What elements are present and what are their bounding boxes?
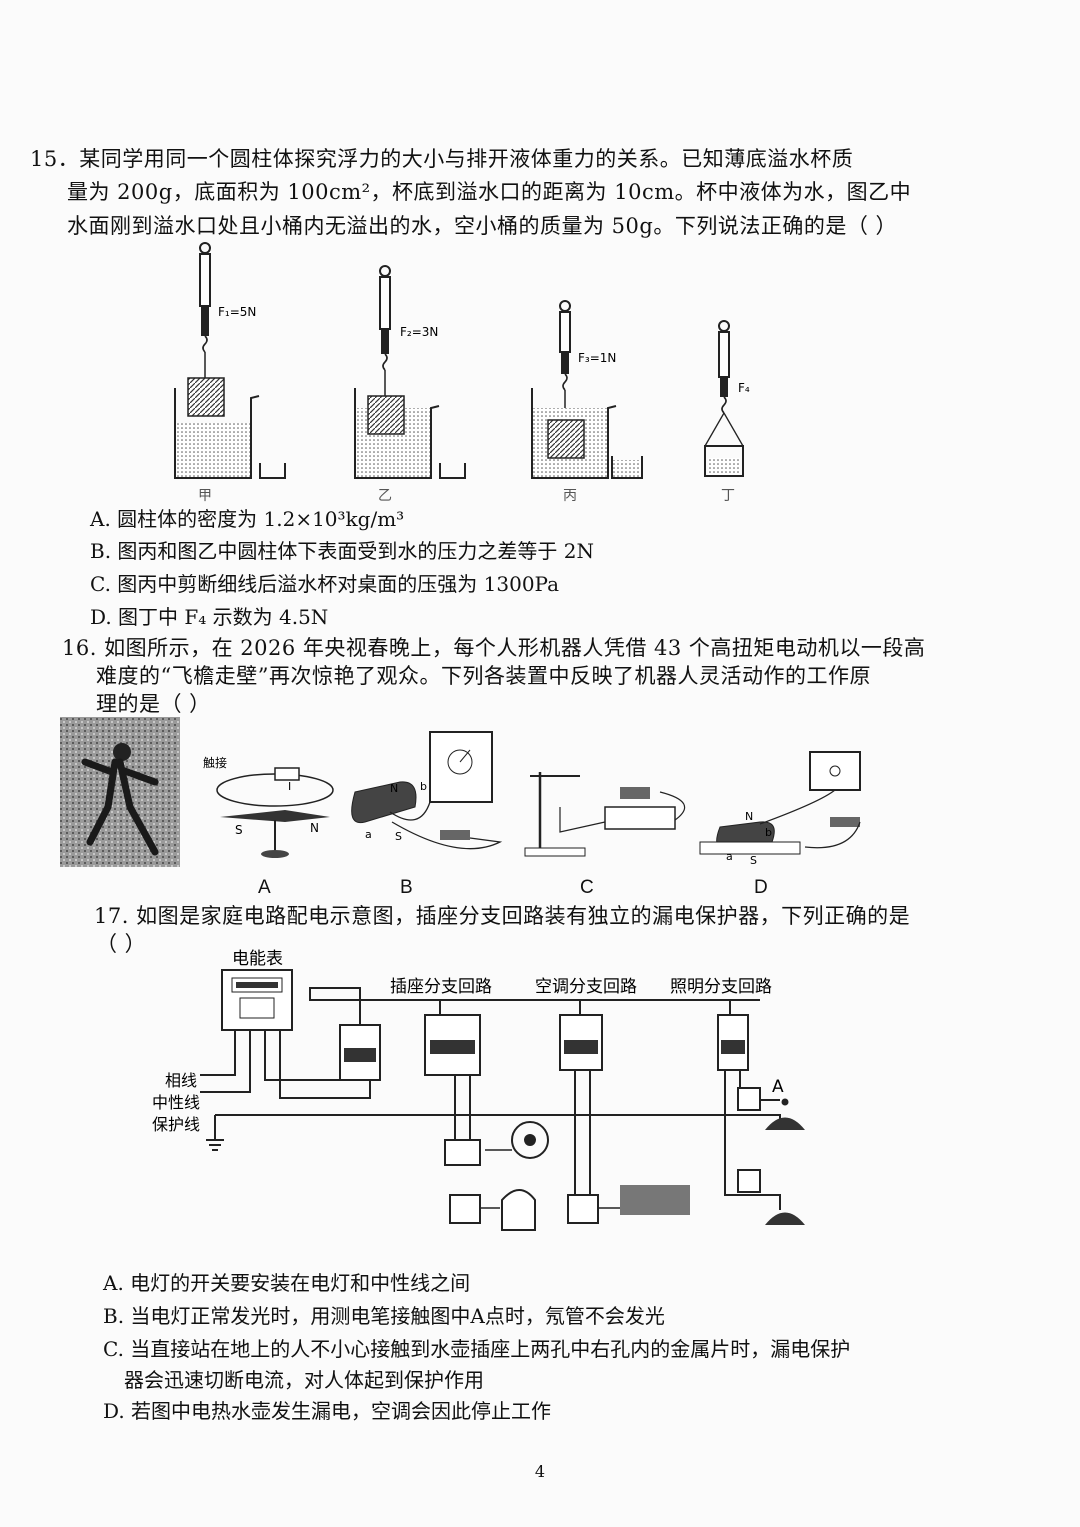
breakers <box>339 1014 749 1081</box>
q16-choice-c: C <box>580 877 594 898</box>
q15-stem-line3: 水面刚到溢水口处且小桶内无溢出的水，空小桶的质量为 50g。下列说法正确的是（ … <box>67 214 898 238</box>
q16-b-b-label: b <box>420 780 427 793</box>
q16-d-b-label: b <box>765 826 772 839</box>
wire-phase-label: 相线 <box>165 1071 197 1090</box>
q16-d-n-label: N <box>745 810 753 823</box>
q16-device-b: N b a S <box>351 731 503 850</box>
q16-device-d: N b a S <box>699 751 861 867</box>
q16-stem-line2: 难度的“飞檐走壁”再次惊艳了观众。下列各装置中反映了机器人灵活动作的工作原 <box>96 664 871 688</box>
q15-option-c: C. 图丙中剪断细线后溢水杯对桌面的压强为 1300Pa <box>90 572 560 596</box>
q15-option-b: B. 图丙和图乙中圆柱体下表面受到水的压力之差等于 2N <box>90 539 594 563</box>
q15-fig-jia: F₁=5N 甲 <box>174 242 286 504</box>
q15-figure: F₁=5N 甲 F₂=3N 乙 F₃=1N 丙 <box>174 242 750 504</box>
q15-fig-bing: F₃=1N 丙 <box>531 300 643 504</box>
q16-a-touch-label: 触接 <box>203 755 227 770</box>
q15-force-label-1: F₁=5N <box>218 305 256 319</box>
meter-label: 电能表 <box>232 949 283 969</box>
q16-a-s-label: S <box>235 823 243 837</box>
q16-a-n-label: N <box>310 821 319 835</box>
q15-force-label-4: F₄ <box>738 381 750 395</box>
q15-fig-label-ding: 丁 <box>721 488 735 504</box>
q15-stem-line2: 量为 200g，底面积为 100cm²，杯底到溢水口的距离为 10cm。杯中液体… <box>67 180 912 204</box>
q15-fig-label-yi: 乙 <box>378 488 392 504</box>
q15-option-d: D. 图丁中 F₄ 示数为 4.5N <box>90 605 329 629</box>
q16-d-a-label: a <box>726 850 733 863</box>
q17-stem-line2: （ ） <box>96 932 147 956</box>
q15-force-label-3: F₃=1N <box>578 351 616 365</box>
energy-meter <box>221 969 293 1031</box>
q17-option-c-line1: C. 当直接站在地上的人不小心接触到水壶插座上两孔中右孔内的金属片时，漏电保护 <box>103 1337 851 1361</box>
q15-fig-yi: F₂=3N 乙 <box>354 265 466 504</box>
q17-option-d: D. 若图中电热水壶发生漏电，空调会因此停止工作 <box>103 1399 552 1423</box>
appliances <box>444 1087 805 1231</box>
q15-fig-label-jia: 甲 <box>198 488 212 504</box>
q16-choice-a: A <box>258 877 271 898</box>
q15-force-label-2: F₂=3N <box>400 325 438 339</box>
wire-ground-label: 保护线 <box>152 1115 200 1134</box>
q16-b-a-label: a <box>365 828 372 841</box>
q16-device-c <box>524 772 686 857</box>
q15-fig-ding: F₄ 丁 <box>704 320 750 504</box>
q17-circuit-diagram: 电能表 插座分支回路 空调分支回路 照明分支回路 相线 中性线 保护线 A <box>152 949 805 1231</box>
branch-ac-label: 空调分支回路 <box>535 977 637 997</box>
wire-neutral-label: 中性线 <box>152 1093 200 1112</box>
q16-device-a: 触接 I S N <box>203 755 334 858</box>
q17-option-a: A. 电灯的开关要安装在电灯和中性线之间 <box>103 1271 471 1295</box>
q16-figure: 触接 I S N N b a S N b a S <box>60 717 861 867</box>
q17-option-c-line2: 器会迅速切断电流，对人体起到保护作用 <box>124 1368 484 1392</box>
q15-option-a: A. 圆柱体的密度为 1.2×10³kg/m³ <box>90 507 405 531</box>
q15-fig-label-bing: 丙 <box>563 488 577 504</box>
q17-stem-line1: 17. 如图是家庭电路配电示意图，插座分支回路装有独立的漏电保护器，下列正确的是 <box>94 904 911 928</box>
q16-d-s-label: S <box>750 854 757 867</box>
q15-stem-line1: 15．某同学用同一个圆柱体探究浮力的大小与排开液体重力的关系。已知薄底溢水杯质 <box>30 147 854 171</box>
page-number: 4 <box>534 1462 546 1481</box>
q16-choice-d: D <box>754 877 768 898</box>
branch-socket-label: 插座分支回路 <box>390 977 492 997</box>
branch-light-label: 照明分支回路 <box>670 977 772 997</box>
robot-photo <box>60 717 180 867</box>
q16-choice-b: B <box>400 877 413 898</box>
point-a-label: A <box>772 1077 784 1097</box>
q16-a-current-label: I <box>288 780 291 793</box>
q17-option-b: B. 当电灯正常发光时，用测电笔接触图中A点时，氖管不会发光 <box>103 1304 665 1328</box>
q16-b-n-label: N <box>390 782 398 795</box>
q16-stem-line3: 理的是（ ） <box>96 692 211 716</box>
q16-stem-line1: 16. 如图所示，在 2026 年央视春晚上，每个人形机器人凭借 43 个高扭矩… <box>62 636 926 660</box>
q16-b-s-label: S <box>395 830 402 843</box>
